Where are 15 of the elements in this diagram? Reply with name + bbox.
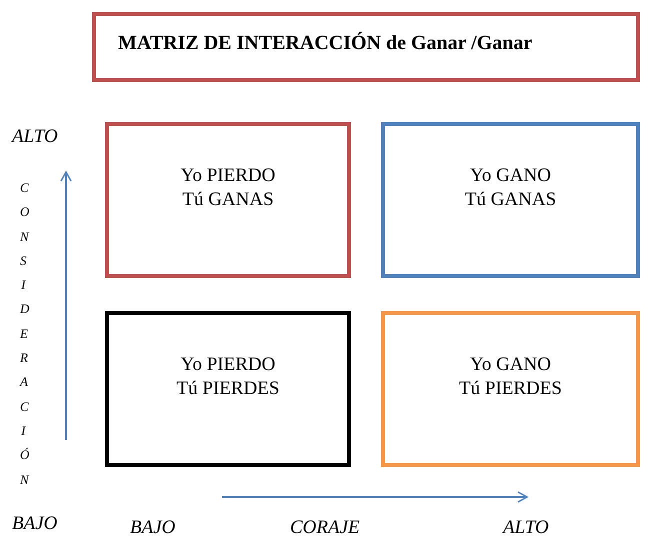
quadrant-text: Yo GANO Tú PIERDES [458, 353, 563, 401]
axis-label: ALTO [12, 126, 58, 148]
axis-title: CORAJE [290, 517, 360, 539]
quadrant-box [105, 311, 351, 467]
quadrant-text: Yo PIERDO Tú GANAS [180, 164, 276, 212]
axis-label: ALTO [503, 517, 549, 539]
quadrant-box [105, 122, 351, 278]
quadrant-text: Yo PIERDO Tú PIERDES [176, 353, 280, 401]
quadrant-box [381, 122, 640, 278]
title-box [92, 12, 640, 82]
axis-label: BAJO [12, 513, 58, 535]
quadrant-box [381, 311, 640, 467]
title-text: MATRIZ DE INTERACCIÓN de Ganar /Ganar [118, 32, 532, 55]
axis-label: BAJO [130, 517, 176, 539]
quadrant-text: Yo GANO Tú GANAS [464, 164, 558, 212]
